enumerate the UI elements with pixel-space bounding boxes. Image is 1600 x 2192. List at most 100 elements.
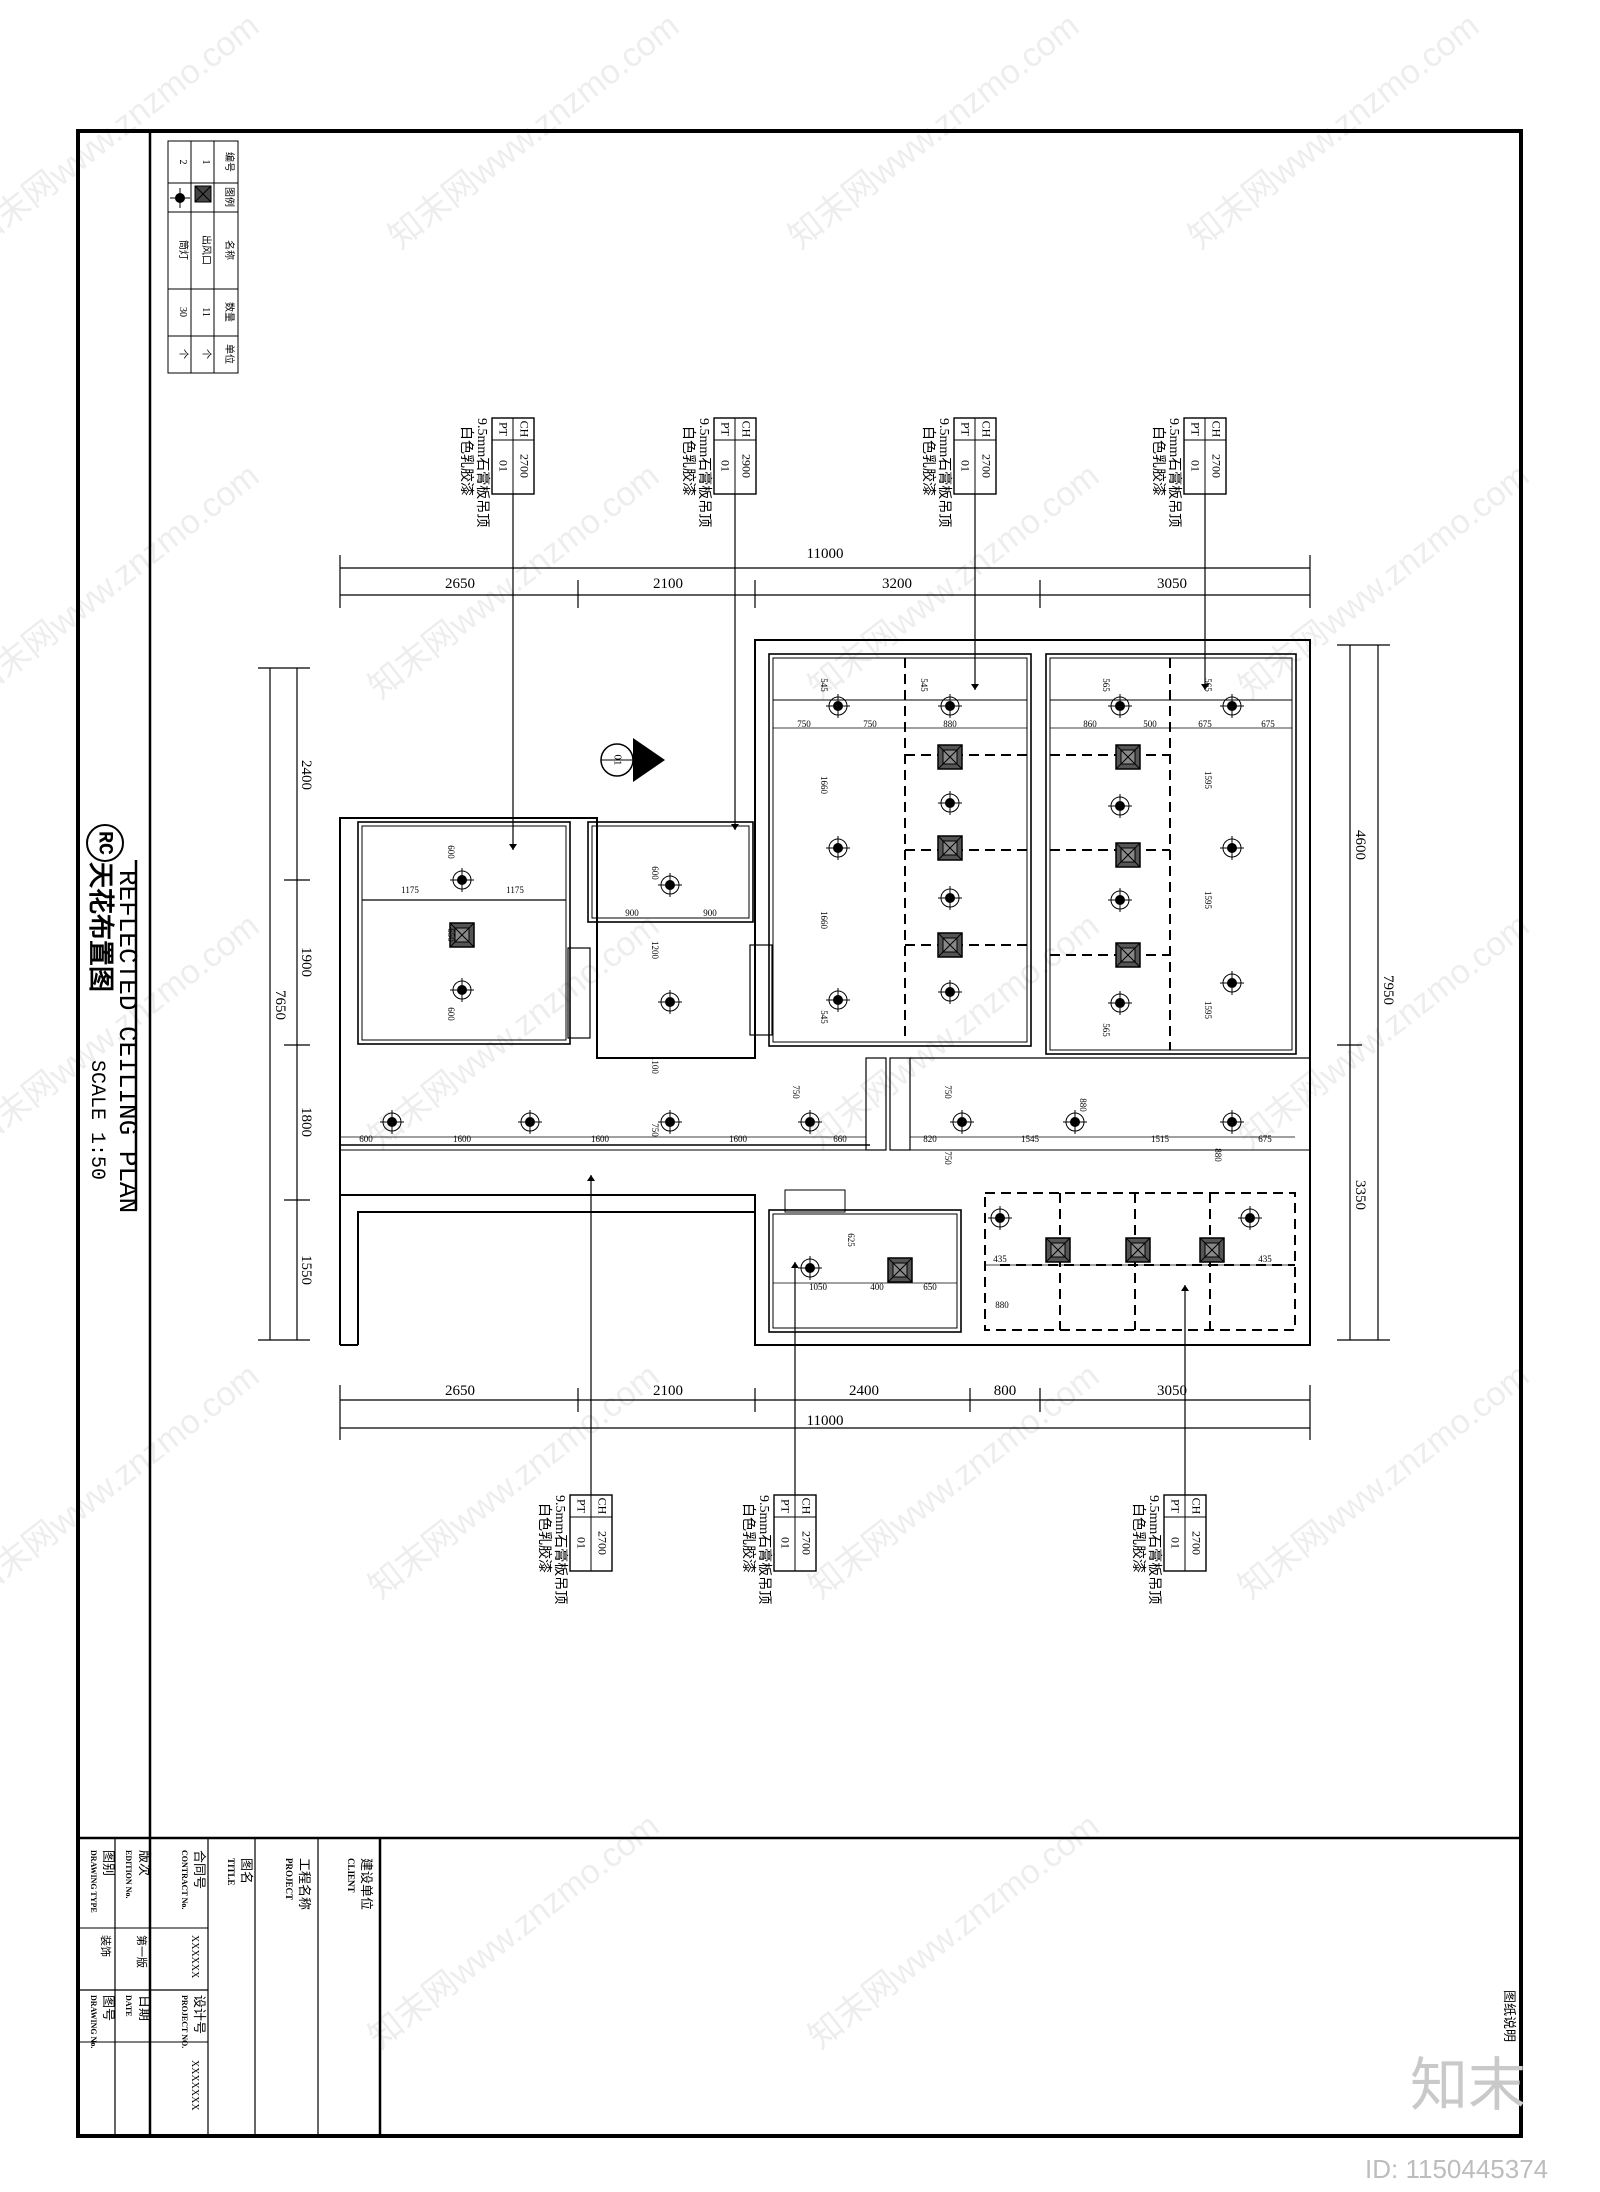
interior-dim-label: 600	[359, 1134, 373, 1144]
legend-header-unit: 单位	[223, 344, 236, 364]
tag-height-value: 2700	[1209, 454, 1223, 478]
section-marker-label: 01	[611, 755, 623, 766]
interior-dim-label: 750	[943, 1151, 953, 1165]
tag-height-value: 2700	[799, 1531, 813, 1555]
tb-client-en: CLIENT	[346, 1858, 356, 1893]
dim-right-total: 7950	[1380, 975, 1396, 1005]
downlight-icon	[826, 836, 850, 860]
tag-note-finish: 白色乳胶漆	[1150, 426, 1167, 496]
interior-dim-label: 880	[1078, 1098, 1088, 1112]
interior-dim-label: 750	[943, 1085, 953, 1099]
interior-dim-label: 1100	[650, 1056, 660, 1074]
downlight-icon	[1220, 836, 1244, 860]
interior-dim-label: 1600	[591, 1134, 610, 1144]
interior-dim-label: 1595	[1203, 891, 1213, 910]
interior-dim-label: 600	[446, 845, 456, 859]
downlights	[380, 694, 1262, 1280]
tag-code-value: 01	[958, 460, 972, 472]
interior-dim-label: 545	[819, 1010, 829, 1024]
tb-title-cn: 图名	[239, 1858, 254, 1884]
interior-dim-label: 400	[870, 1282, 884, 1292]
legend-table: 编号 图例 名称 数量 单位 1 出风口 11 个 2 筒灯 30 个	[167, 140, 239, 374]
legend-row2-qty: 30	[177, 307, 188, 317]
interior-dim-label: 860	[1083, 719, 1097, 729]
legend-header-qty: 数量	[223, 302, 236, 322]
tag-ch-label: CH	[517, 421, 531, 438]
tag-arrow	[1201, 684, 1209, 690]
interior-dim-label: 650	[446, 928, 456, 942]
air-vent-icon	[194, 185, 212, 203]
tb-type-en: DRAWING TYPE	[89, 1850, 98, 1913]
interior-dim-label: 1175	[506, 885, 524, 895]
tag-note-material: 9.5mm石膏板吊顶	[1166, 418, 1183, 527]
downlight-icon	[380, 1110, 404, 1134]
tag-note-material: 9.5mm石膏板吊顶	[756, 1495, 773, 1604]
dimensions-top	[339, 555, 1311, 608]
dim-bottom-total: 11000	[807, 1413, 844, 1429]
air-vent-icon	[1115, 842, 1141, 868]
tag-pt-label: PT	[958, 422, 972, 437]
dim-bottom-seg-5: 3050	[1157, 1383, 1187, 1399]
dim-left-total: 7650	[272, 990, 288, 1020]
section-marker: 01	[600, 738, 665, 782]
interior-dim-label: 1600	[729, 1134, 748, 1144]
tag-height-value: 2700	[517, 454, 531, 478]
tb-dwgno-en: DRAWING No.	[89, 1995, 98, 2048]
dim-top-total: 11000	[807, 546, 844, 562]
downlight-icon	[658, 1110, 682, 1134]
tag-arrow	[971, 684, 979, 690]
interior-dim-label: 1660	[819, 911, 829, 930]
tag-pt-label: PT	[496, 422, 510, 437]
air-vents	[449, 744, 1225, 1283]
tag-height-value: 2700	[979, 454, 993, 478]
tag-pt-label: PT	[1168, 1499, 1182, 1514]
tb-project-en: PROJECT	[284, 1858, 294, 1900]
downlight-icon	[658, 990, 682, 1014]
interior-dim-label: 820	[923, 1134, 937, 1144]
dim-left-seg-1: 2400	[298, 760, 314, 790]
tag-code-value: 01	[1168, 1537, 1182, 1549]
tag-height-value: 2700	[1189, 1531, 1203, 1555]
interior-dim-label: 900	[625, 908, 639, 918]
dim-left-seg-2: 1900	[298, 947, 314, 977]
interior-dim-label: 435	[1258, 1254, 1272, 1264]
downlight-icon	[518, 1110, 542, 1134]
dim-top-seg-1: 2650	[445, 576, 475, 592]
dimensions-left	[258, 667, 310, 1341]
interior-dim-label: 675	[1198, 719, 1212, 729]
watermark-id: ID: 1150445374	[1365, 2154, 1548, 2184]
legend-header-name: 名称	[223, 240, 236, 260]
downlight-icon	[938, 791, 962, 815]
downlight-icon	[950, 1110, 974, 1134]
interior-dim-label: 1200	[650, 941, 660, 960]
air-vent-icon	[1115, 744, 1141, 770]
dim-left-seg-3: 1800	[298, 1107, 314, 1137]
tb-contract-en: CONTRACT No.	[180, 1850, 189, 1909]
legend-row2-name: 筒灯	[177, 240, 190, 260]
dim-right-seg-1: 4600	[1352, 830, 1368, 860]
dim-bottom-seg-1: 2650	[445, 1383, 475, 1399]
interior-dim-label: 675	[1258, 1134, 1272, 1144]
legend-header-symbol: 图例	[223, 187, 236, 207]
drawing-scale: SCALE 1:50	[85, 1060, 108, 1180]
tag-pt-label: PT	[778, 1499, 792, 1514]
tag-code-value: 01	[574, 1537, 588, 1549]
interior-dim-label: 545	[919, 678, 929, 692]
tb-contract-cn: 合同号	[192, 1850, 207, 1889]
downlight-icon	[798, 1256, 822, 1280]
air-vent-icon	[887, 1257, 913, 1283]
tag-arrow	[731, 824, 739, 830]
interior-dim-label: 1595	[1203, 771, 1213, 790]
tag-ch-label: CH	[595, 1498, 609, 1515]
drawing-badge: RC	[93, 831, 116, 855]
tb-projno-value: XXXXXXX	[189, 2060, 200, 2111]
air-vent-icon	[1199, 1237, 1225, 1263]
watermark-text: 知末网www.znzmo.com	[1232, 1357, 1537, 1607]
